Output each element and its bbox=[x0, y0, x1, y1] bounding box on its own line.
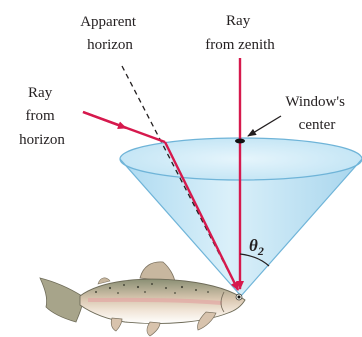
window-center-marker bbox=[235, 139, 245, 144]
ray-from-zenith-label: Ray from zenith bbox=[205, 13, 275, 53]
window-center-label: Window's center bbox=[285, 94, 348, 133]
window-center-pointer bbox=[248, 116, 281, 136]
ray-from-horizon-arrow bbox=[83, 112, 126, 128]
apparent-horizon-label: Apparent horizon bbox=[80, 14, 140, 53]
fish bbox=[40, 262, 245, 336]
ray-from-horizon-label: Ray from horizon bbox=[19, 85, 65, 148]
